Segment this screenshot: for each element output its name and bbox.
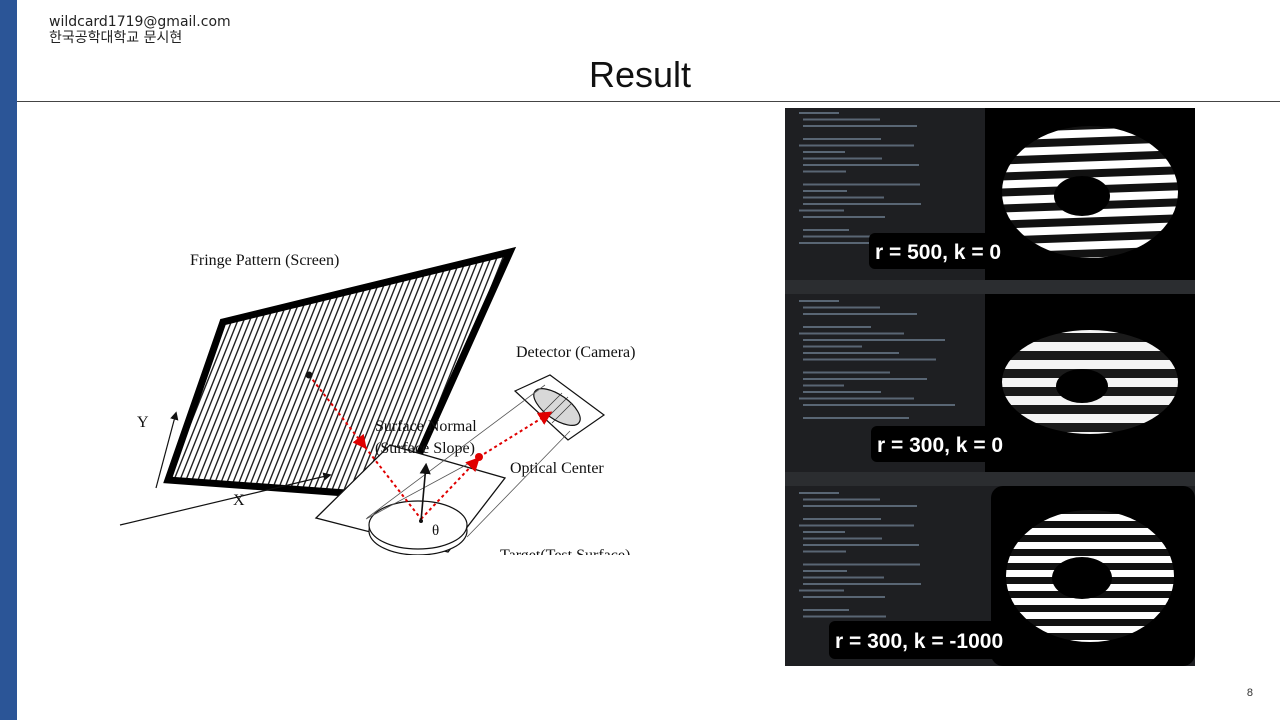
x-axis-line [119,472,332,526]
optical-center-point [475,453,483,461]
result-label-3: r = 300, k = -1000 [835,630,1003,653]
result-panel-3: r = 300, k = -1000 [785,472,1195,666]
results-panel: r = 500, k = 0 r = 300, k = 0 r = 300, k… [785,108,1195,666]
surface-normal-label: Surface Normal [375,418,477,435]
result-label-1: r = 500, k = 0 [875,241,1001,264]
detector-label: Detector (Camera) [516,344,635,361]
surface-slope-label: (Surface Slope) [375,440,475,457]
view-cone [365,384,571,538]
slide-title: Result [588,54,692,95]
target-label: Target(Test Surface) [500,547,630,555]
test-surface-disc [368,500,468,555]
optical-center-label: Optical Center [510,460,604,477]
author-name: 한국공학대학교 문시현 [49,30,183,46]
screen-point [305,371,313,379]
result-panel-2: r = 300, k = 0 [785,280,1195,472]
theta-label: θ [432,523,439,539]
ray-to-detector [478,411,553,458]
surface-point [419,519,423,523]
author-email: wildcard1719@gmail.com [49,14,231,30]
deflectometry-diagram: Y X Fringe Pattern (Screen) Detector (Ca… [119,246,635,555]
simulation-results: r = 500, k = 0 r = 300, k = 0 r = 300, k… [785,108,1195,666]
fringe-pattern-label: Fringe Pattern (Screen) [190,252,339,269]
surface-normal-arrow [419,462,431,522]
page-number: 8 [1246,687,1253,699]
y-axis-line [155,411,179,489]
left-accent-bar [0,0,17,720]
reflected-ray [420,456,480,520]
x-axis-label: X [233,492,245,509]
result-panel-1: r = 500, k = 0 [785,108,1195,280]
title-divider [17,101,1280,102]
author-info: wildcard1719@gmail.com 한국공학대학교 문시현 [49,14,231,46]
y-axis-label: Y [137,414,149,431]
result-label-2: r = 300, k = 0 [877,434,1003,457]
